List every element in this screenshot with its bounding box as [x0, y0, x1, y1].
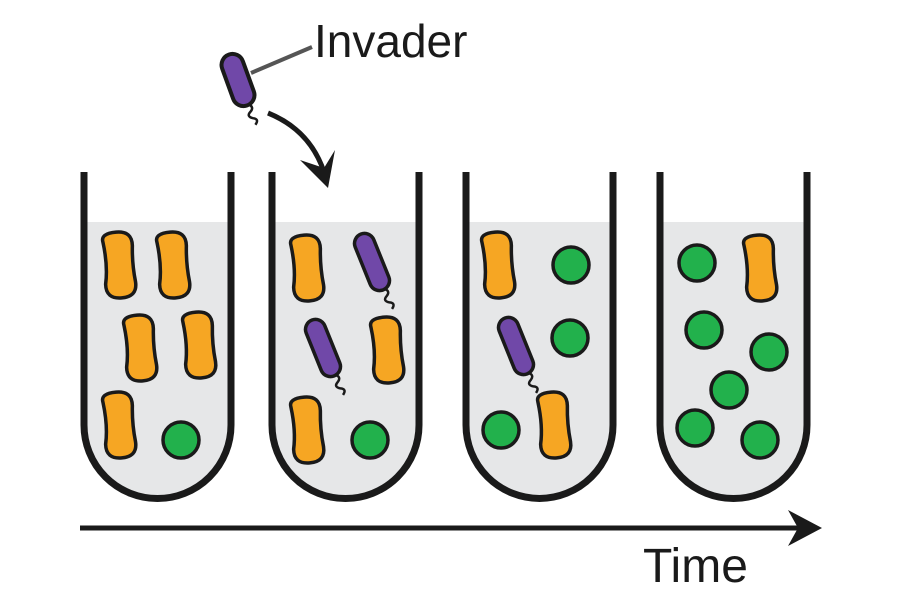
resident-coccus	[481, 410, 521, 450]
invader-leader-line	[250, 45, 313, 75]
resident-coccus	[550, 318, 590, 358]
resident-coccus	[677, 243, 717, 283]
invader-cell	[352, 231, 395, 310]
resident-coccus	[675, 408, 715, 448]
tube-wall	[268, 172, 423, 502]
time-arrow	[80, 510, 822, 546]
resident-coccus	[684, 310, 724, 350]
tube-1	[80, 172, 235, 502]
resident-rod	[288, 395, 326, 465]
invader-label: Invader	[314, 15, 467, 67]
resident-coccus	[740, 420, 780, 460]
invader-cell	[303, 317, 346, 396]
resident-rod	[100, 230, 138, 300]
time-label: Time	[643, 540, 748, 593]
resident-rod	[100, 390, 138, 460]
resident-rod	[154, 230, 192, 300]
tube-3	[462, 172, 617, 502]
resident-coccus	[709, 370, 749, 410]
resident-rod	[288, 233, 326, 303]
curved-arrow	[267, 110, 335, 188]
resident-rod	[121, 313, 159, 383]
resident-coccus	[749, 332, 789, 372]
tube-wall	[80, 172, 235, 502]
tube-wall	[462, 172, 617, 502]
invader-cell	[219, 45, 313, 126]
invader-cell	[496, 315, 539, 394]
tube-4	[656, 172, 811, 502]
tube-wall	[656, 172, 811, 502]
resident-rod	[479, 230, 517, 300]
resident-rod	[741, 233, 779, 303]
resident-coccus	[161, 420, 201, 460]
tube-2	[268, 172, 423, 502]
resident-rod	[180, 310, 218, 380]
resident-coccus	[551, 245, 591, 285]
resident-rod	[535, 390, 573, 460]
resident-coccus	[350, 420, 390, 460]
resident-rod	[368, 315, 406, 385]
